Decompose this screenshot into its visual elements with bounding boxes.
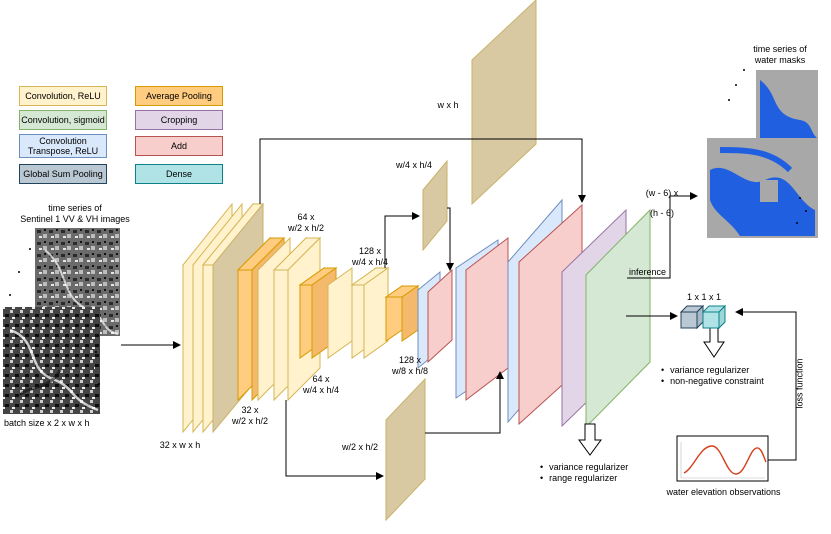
dense-cube [701, 304, 727, 330]
batch-size-label: batch size x 2 x w x h [4, 418, 90, 428]
skip-plane-w4h4 [422, 159, 448, 252]
right-regularizer-2: non-negative constraint [661, 376, 764, 387]
observations-label: water elevation observations [666, 487, 781, 497]
sigmoid-conv-layer [585, 208, 651, 429]
encoder-block-3 [327, 267, 390, 359]
legend-average-pooling: Average Pooling [135, 86, 223, 106]
legend-cropping: Cropping [135, 110, 223, 130]
dim-label-1: 32 x w x h [159, 440, 201, 450]
legend-conv-sigmoid: Convolution, sigmoid [19, 110, 107, 130]
input-image-front [3, 307, 100, 414]
output-water-masks [707, 69, 818, 238]
bottom-regularizer-2: range regularizer [540, 473, 617, 484]
inference-label: inference [629, 267, 667, 277]
skip-label-w4h4: w/4 x h/4 [395, 160, 433, 170]
dense-regularizer-arrow [703, 325, 725, 358]
water-elevation-plot [676, 435, 769, 482]
skip-label-wh: w x h [437, 100, 459, 110]
skip-plane-w2h2 [385, 377, 426, 522]
legend-dense: Dense [135, 164, 223, 184]
skip-label-w2h2: w/2 x h/2 [341, 442, 379, 452]
legend-conv-relu: Convolution, ReLU [19, 86, 107, 106]
bottom-regularizer-arrow [578, 423, 602, 456]
pool-block-3 [384, 285, 420, 342]
decoder-add-1 [427, 268, 453, 364]
loss-function-label: loss function [794, 358, 805, 409]
legend-global-sum-pooling: Global Sum Pooling [19, 164, 107, 184]
global-sum-pooling-cube [679, 304, 705, 330]
right-regularizer-1: variance regularizer [661, 365, 749, 376]
input-image-stack [3, 228, 120, 414]
dense-dim-label: 1 x 1 x 1 [686, 292, 722, 302]
bottom-regularizer-1: variance regularizer [540, 462, 628, 473]
skip-plane-wh [471, 0, 537, 206]
skip-connections [259, 138, 797, 480]
legend-add: Add [135, 136, 223, 156]
output-dim-label: (w - 6) x(h - 6) [645, 188, 679, 218]
